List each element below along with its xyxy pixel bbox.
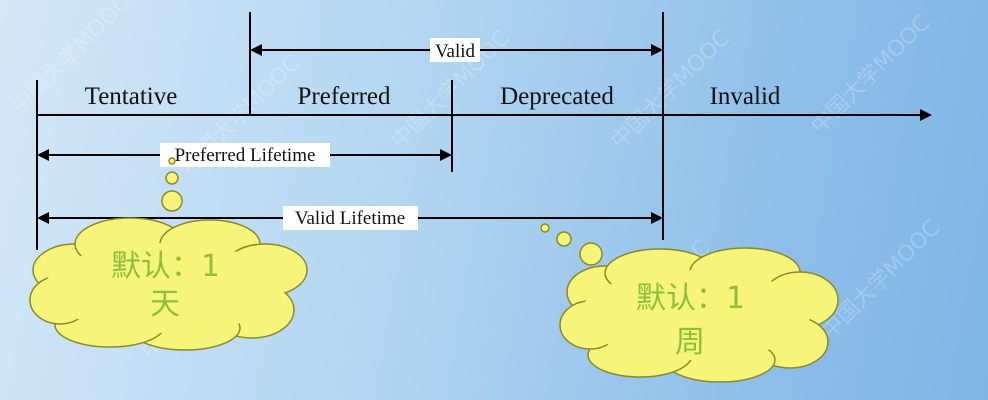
watermark-text: 中国大学MOOC bbox=[807, 11, 936, 140]
state-label-preferred: Preferred bbox=[298, 83, 391, 110]
thought-dot bbox=[161, 190, 183, 212]
state-label-tentative: Tentative bbox=[85, 83, 178, 110]
state-label-deprecated: Deprecated bbox=[500, 83, 614, 110]
thought-dot bbox=[540, 223, 550, 233]
state-label-invalid: Invalid bbox=[710, 83, 781, 110]
left-cloud-line1: 默认：1 bbox=[111, 249, 219, 284]
left-cloud: 默认：1 天 bbox=[29, 217, 308, 351]
right-cloud-line2: 周 bbox=[675, 325, 705, 360]
left-cloud-line2: 天 bbox=[150, 287, 180, 322]
valid-label-box bbox=[430, 38, 480, 62]
valid-lifetime-box bbox=[283, 206, 418, 230]
thought-dot bbox=[168, 157, 176, 165]
right-cloud: 默认：1 周 bbox=[559, 247, 839, 383]
thought-dot bbox=[165, 171, 179, 185]
preferred-lifetime-box bbox=[160, 143, 330, 167]
right-thought-dots bbox=[540, 223, 603, 266]
right-cloud-line1: 默认：1 bbox=[636, 281, 744, 316]
thought-dot bbox=[556, 231, 572, 247]
watermark-text: 中国大学MOOC bbox=[817, 216, 946, 345]
thought-dot bbox=[579, 242, 603, 266]
valid-label: Valid bbox=[435, 41, 476, 62]
preferred-lifetime-label: Preferred Lifetime bbox=[175, 145, 316, 166]
left-thought-dots bbox=[161, 157, 183, 212]
valid-lifetime-label: Valid Lifetime bbox=[295, 208, 405, 229]
